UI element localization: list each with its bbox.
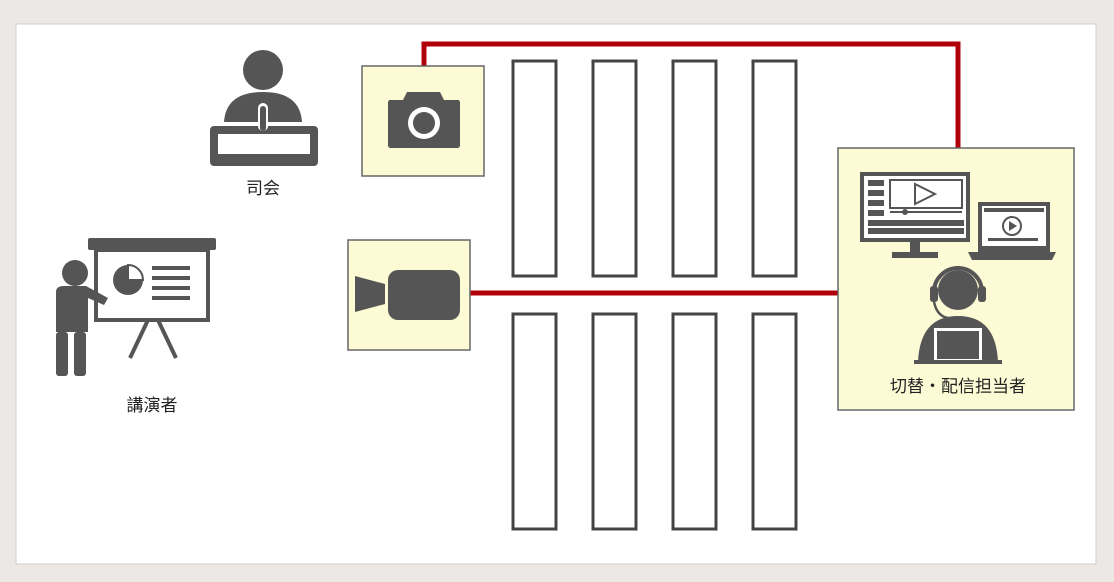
emcee-label: 司会 bbox=[246, 179, 280, 199]
laptop-video-icon bbox=[968, 202, 1056, 260]
seat-row-1-col-4 bbox=[751, 59, 798, 278]
video-camera-icon bbox=[355, 270, 460, 320]
speaker-label: 講演者 bbox=[127, 396, 178, 416]
seat-row-1-col-3 bbox=[671, 59, 718, 278]
headset-operator-icon bbox=[914, 266, 1002, 364]
video-editor-monitor-icon bbox=[860, 172, 970, 258]
emcee-at-podium-icon bbox=[210, 50, 318, 166]
seat-row-2-col-1 bbox=[511, 312, 558, 531]
seat-row-1-col-2 bbox=[591, 59, 638, 278]
seat-row-2-col-2 bbox=[591, 312, 638, 531]
seat-row-2-col-3 bbox=[671, 312, 718, 531]
operator-label: 切替・配信担当者 bbox=[890, 377, 1026, 397]
seat-row-1-col-1 bbox=[511, 59, 558, 278]
seat-row-2-col-4 bbox=[751, 312, 798, 531]
still-camera-icon bbox=[388, 92, 460, 148]
audience-seating bbox=[511, 59, 798, 531]
cable-camera-to-operator bbox=[421, 41, 961, 148]
speaker-presentation-icon bbox=[56, 238, 216, 376]
